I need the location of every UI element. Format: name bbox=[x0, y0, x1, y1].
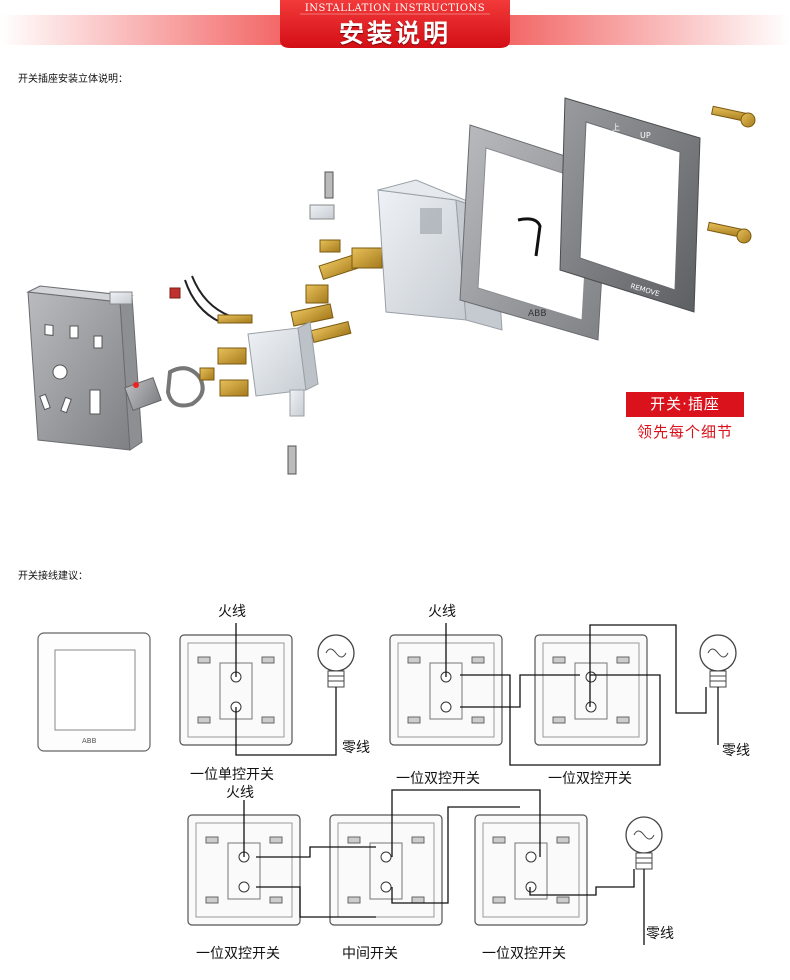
wiring-diagram: ABB bbox=[37, 623, 737, 945]
frame-up-cn: 上 bbox=[612, 123, 620, 132]
two-way-switch-box-2 bbox=[534, 634, 648, 746]
banner-title-cn: 安装说明 bbox=[338, 19, 451, 48]
brass-terminals bbox=[217, 239, 383, 397]
label-neutral-2: 零线 bbox=[722, 743, 750, 759]
bulb-3 bbox=[625, 816, 663, 870]
header-banner: INSTALLATION INSTRUCTIONS 安装说明 bbox=[0, 0, 790, 50]
caption-two-way-3: 一位双控开关 bbox=[196, 946, 280, 962]
frame-brand-text: ABB bbox=[528, 309, 547, 319]
label-neutral-1: 零线 bbox=[342, 740, 370, 756]
bulb-1 bbox=[317, 634, 355, 688]
label-neutral-3: 零线 bbox=[646, 926, 674, 942]
frame-up-en: UP bbox=[640, 131, 651, 140]
label-live-2: 火线 bbox=[428, 604, 456, 620]
caption-two-way-1: 一位双控开关 bbox=[396, 771, 480, 787]
label-live-3: 火线 bbox=[226, 785, 254, 801]
plate-brand-text: ABB bbox=[82, 737, 97, 745]
mounting-frame: 上 UP REMOVE bbox=[559, 97, 701, 313]
label-live-1: 火线 bbox=[218, 604, 246, 620]
wires-single-pole bbox=[235, 623, 337, 756]
caption-single-pole: 一位单控开关 bbox=[190, 767, 274, 783]
intermediate-switch-box bbox=[329, 814, 443, 926]
two-way-switch-box-4 bbox=[474, 814, 588, 926]
springs bbox=[287, 171, 335, 475]
promo-subtitle: 领先每个细节 bbox=[636, 423, 733, 441]
bulb-2 bbox=[699, 634, 737, 688]
mounting-screws bbox=[706, 105, 756, 244]
wire-leads bbox=[184, 275, 253, 324]
banner-background bbox=[0, 0, 790, 48]
exploded-view-illustration: ABB 上 UP REMOVE bbox=[26, 97, 756, 475]
promo-tag: 开关·插座 bbox=[626, 392, 744, 417]
caption-two-way-4: 一位双控开关 bbox=[482, 946, 566, 962]
socket-inner-block bbox=[247, 321, 319, 417]
caption-two-way-2: 一位双控开关 bbox=[548, 771, 632, 787]
wires-two-way bbox=[445, 623, 719, 766]
plain-cover-plate: ABB bbox=[37, 632, 151, 752]
banner-title-en: INSTALLATION INSTRUCTIONS bbox=[304, 3, 486, 14]
section-3d-label: 开关插座安装立体说明： bbox=[18, 74, 128, 85]
socket-face-panel bbox=[26, 285, 143, 451]
wires-intermediate bbox=[243, 789, 645, 945]
caption-intermediate: 中间开关 bbox=[342, 946, 398, 962]
section-wiring-label: 开关接线建议： bbox=[18, 571, 88, 582]
socket-clip-parts bbox=[109, 287, 215, 412]
